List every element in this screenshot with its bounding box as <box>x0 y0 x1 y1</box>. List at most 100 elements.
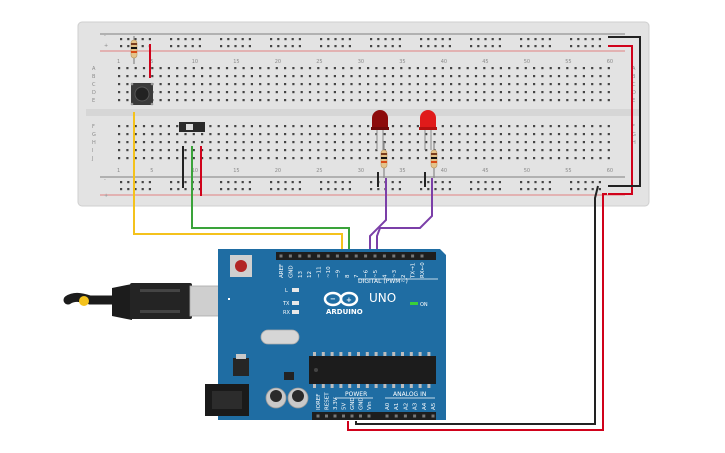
rail-hole[interactable] <box>184 38 187 41</box>
terminal-hole[interactable] <box>342 91 345 94</box>
terminal-hole[interactable] <box>201 75 204 78</box>
terminal-hole[interactable] <box>516 99 519 102</box>
terminal-hole[interactable] <box>275 157 278 160</box>
terminal-hole[interactable] <box>483 157 486 160</box>
terminal-hole[interactable] <box>391 75 395 78</box>
rail-hole[interactable] <box>127 181 130 184</box>
analog-pin-hole[interactable] <box>403 414 407 418</box>
terminal-hole[interactable] <box>358 91 361 94</box>
digital-pin-hole[interactable] <box>392 254 396 258</box>
terminal-hole[interactable] <box>267 157 270 160</box>
terminal-hole[interactable] <box>400 141 403 144</box>
rail-hole[interactable] <box>141 181 144 184</box>
terminal-hole[interactable] <box>541 83 544 86</box>
terminal-hole[interactable] <box>474 91 478 94</box>
terminal-hole[interactable] <box>441 99 444 102</box>
terminal-hole[interactable] <box>325 91 328 94</box>
terminal-hole[interactable] <box>599 99 602 102</box>
rail-hole[interactable] <box>220 181 223 184</box>
rail-hole[interactable] <box>184 181 187 184</box>
terminal-hole[interactable] <box>284 141 287 144</box>
terminal-hole[interactable] <box>209 75 212 78</box>
terminal-hole[interactable] <box>524 67 527 70</box>
rail-hole[interactable] <box>484 188 487 191</box>
terminal-hole[interactable] <box>524 83 527 86</box>
terminal-hole[interactable] <box>134 133 137 136</box>
terminal-hole[interactable] <box>508 141 511 144</box>
rail-hole[interactable] <box>391 181 394 184</box>
terminal-hole[interactable] <box>118 91 121 94</box>
rail-hole[interactable] <box>327 45 330 48</box>
terminal-hole[interactable] <box>533 83 536 86</box>
rail-hole[interactable] <box>398 181 401 184</box>
terminal-hole[interactable] <box>533 75 536 78</box>
rail-hole[interactable] <box>148 38 151 41</box>
terminal-hole[interactable] <box>317 99 320 102</box>
terminal-hole[interactable] <box>225 67 229 70</box>
terminal-hole[interactable] <box>391 83 395 86</box>
terminal-hole[interactable] <box>275 99 278 102</box>
terminal-hole[interactable] <box>491 67 494 70</box>
rail-hole[interactable] <box>148 181 151 184</box>
wire-purple-led1[interactable] <box>369 178 387 253</box>
terminal-hole[interactable] <box>483 99 486 102</box>
rail-hole[interactable] <box>534 188 537 191</box>
terminal-hole[interactable] <box>450 99 453 102</box>
terminal-hole[interactable] <box>557 83 561 86</box>
terminal-hole[interactable] <box>308 83 312 86</box>
slide-switch-toggle[interactable] <box>186 124 193 130</box>
rail-hole[interactable] <box>570 181 573 184</box>
rail-hole[interactable] <box>534 45 537 48</box>
rail-hole[interactable] <box>548 45 551 48</box>
terminal-hole[interactable] <box>234 149 237 152</box>
rail-hole[interactable] <box>134 188 137 191</box>
rail-hole[interactable] <box>491 45 494 48</box>
terminal-hole[interactable] <box>126 75 129 78</box>
rail-hole[interactable] <box>234 188 237 191</box>
terminal-hole[interactable] <box>425 141 428 144</box>
terminal-hole[interactable] <box>450 149 453 152</box>
terminal-hole[interactable] <box>591 91 594 94</box>
terminal-hole[interactable] <box>566 149 569 152</box>
terminal-hole[interactable] <box>176 75 179 78</box>
terminal-hole[interactable] <box>325 133 328 136</box>
terminal-hole[interactable] <box>217 91 220 94</box>
rail-hole[interactable] <box>534 181 537 184</box>
terminal-hole[interactable] <box>474 125 478 128</box>
terminal-hole[interactable] <box>425 75 428 78</box>
terminal-hole[interactable] <box>217 157 220 160</box>
analog-pin-hole[interactable] <box>394 414 398 418</box>
wire-red-rail-link[interactable] <box>608 45 633 195</box>
analog-pin-hole[interactable] <box>431 414 435 418</box>
terminal-hole[interactable] <box>516 91 519 94</box>
terminal-hole[interactable] <box>574 91 577 94</box>
rail-hole[interactable] <box>548 38 551 41</box>
rail-hole[interactable] <box>291 181 294 184</box>
terminal-hole[interactable] <box>126 149 129 152</box>
terminal-hole[interactable] <box>325 83 328 86</box>
terminal-hole[interactable] <box>167 67 170 70</box>
terminal-hole[interactable] <box>599 67 602 70</box>
terminal-hole[interactable] <box>317 83 320 86</box>
rail-hole[interactable] <box>177 188 180 191</box>
rail-hole[interactable] <box>198 181 201 184</box>
terminal-hole[interactable] <box>192 141 195 144</box>
rail-hole[interactable] <box>320 188 323 191</box>
rail-hole[interactable] <box>441 188 444 191</box>
terminal-hole[interactable] <box>275 141 278 144</box>
terminal-hole[interactable] <box>416 133 419 136</box>
terminal-hole[interactable] <box>250 91 253 94</box>
terminal-hole[interactable] <box>192 75 195 78</box>
terminal-hole[interactable] <box>176 157 179 160</box>
terminal-hole[interactable] <box>259 67 262 70</box>
terminal-hole[interactable] <box>225 99 229 102</box>
terminal-hole[interactable] <box>458 83 461 86</box>
terminal-hole[interactable] <box>225 75 229 78</box>
terminal-hole[interactable] <box>383 75 386 78</box>
terminal-hole[interactable] <box>474 149 478 152</box>
terminal-hole[interactable] <box>209 67 212 70</box>
terminal-hole[interactable] <box>416 67 419 70</box>
terminal-hole[interactable] <box>375 157 378 160</box>
rail-hole[interactable] <box>391 38 394 41</box>
terminal-hole[interactable] <box>566 83 569 86</box>
